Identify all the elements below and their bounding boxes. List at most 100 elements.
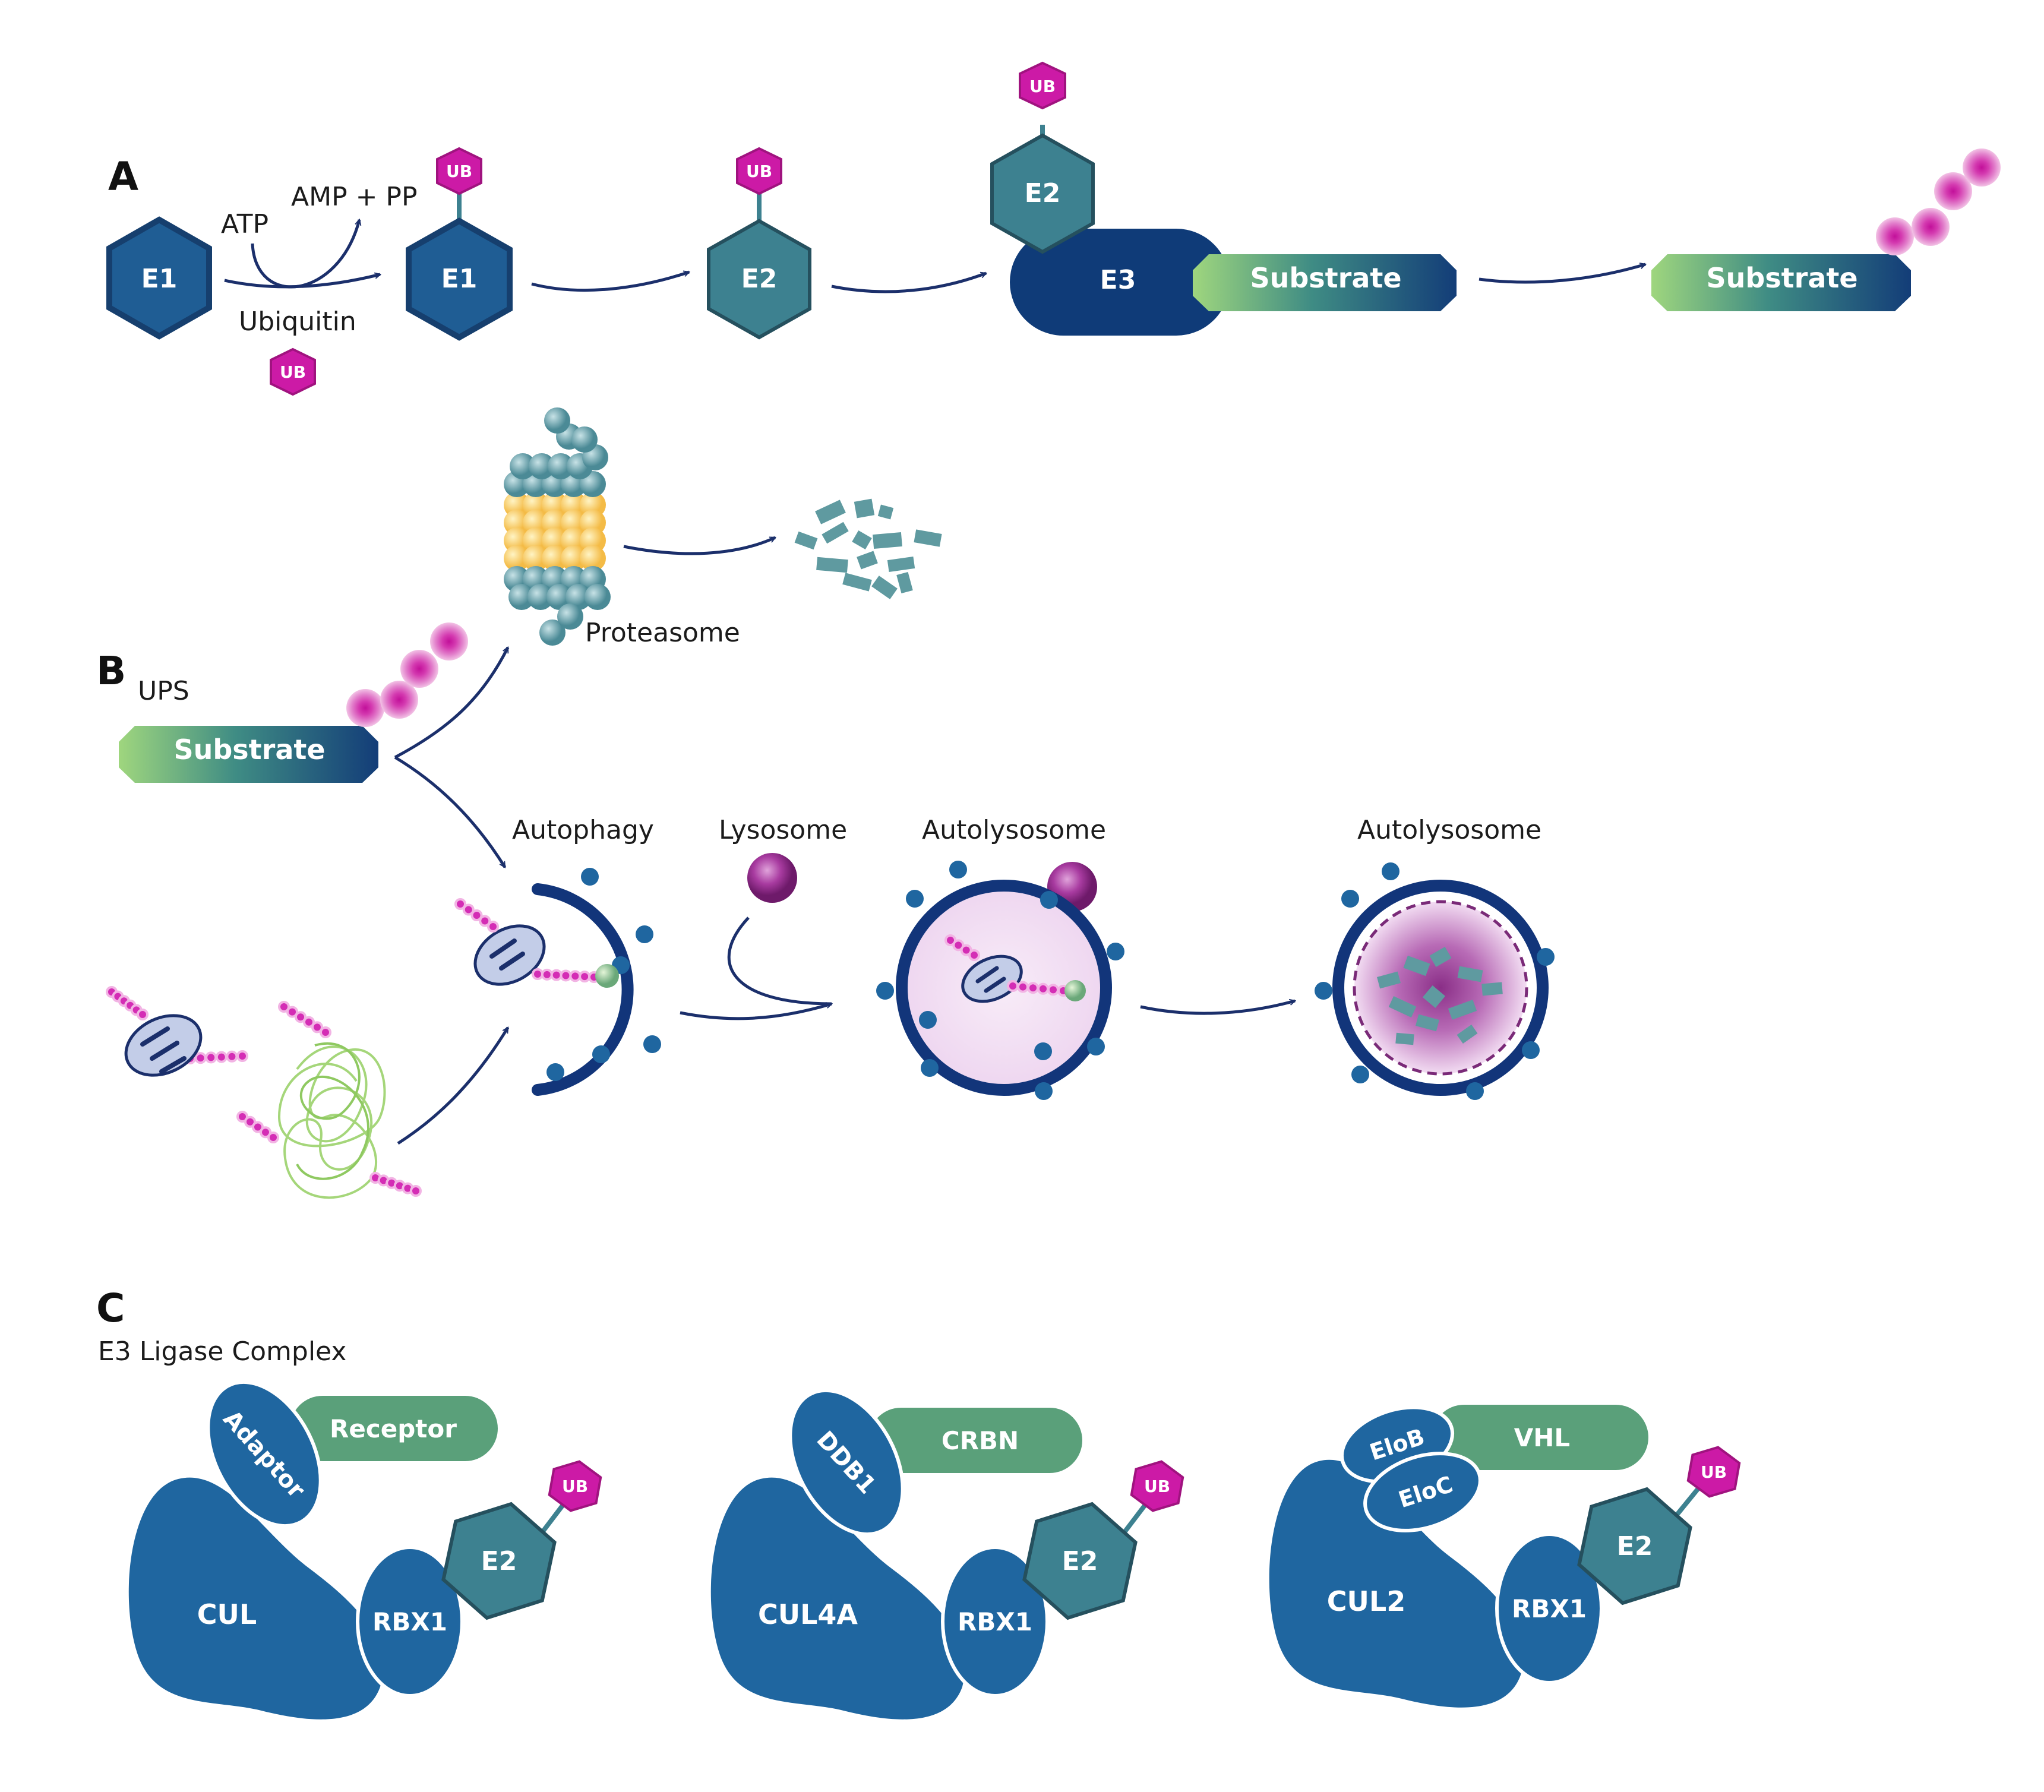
mitochondrion bbox=[473, 924, 546, 986]
e2-label: E2 bbox=[1617, 1531, 1653, 1562]
membrane-protein bbox=[636, 925, 653, 943]
polyubiquitin-bead bbox=[1876, 217, 1914, 255]
ub-label: UB bbox=[1701, 1462, 1727, 1482]
proteasome-cap-subunit bbox=[544, 407, 570, 434]
proteasome-core-subunit bbox=[561, 545, 587, 571]
proteasome-cap-subunit bbox=[566, 584, 592, 610]
membrane-protein bbox=[949, 861, 967, 878]
membrane-protein bbox=[592, 1045, 610, 1063]
lc3-receptor bbox=[1064, 980, 1086, 1001]
membrane-protein bbox=[921, 1059, 939, 1077]
ubiquitin-bead bbox=[968, 949, 980, 961]
polyubiquitin-bead bbox=[400, 650, 438, 688]
e1-activation-arrow bbox=[224, 274, 380, 289]
proteasome-cap-subunit bbox=[510, 453, 536, 479]
membrane-protein bbox=[906, 890, 924, 908]
proteasome-cap-subunit bbox=[585, 584, 611, 610]
e1-to-e2-arrow bbox=[531, 272, 689, 292]
autolysosome-digesting bbox=[1315, 862, 1555, 1100]
proteasome-core-subunit bbox=[504, 545, 530, 571]
membrane-protein bbox=[1341, 890, 1359, 908]
membrane-protein bbox=[643, 1035, 661, 1053]
panel-a-label: A bbox=[108, 154, 138, 200]
ubiquitin-bead bbox=[532, 968, 544, 980]
peptide-fragments bbox=[794, 498, 942, 599]
proteasome-cap-subunit bbox=[546, 584, 573, 610]
membrane-protein bbox=[1040, 891, 1058, 909]
substrate-label: Substrate bbox=[173, 734, 325, 766]
membrane-protein bbox=[1107, 943, 1124, 960]
membrane-protein bbox=[876, 982, 894, 1000]
proteasome bbox=[504, 407, 611, 646]
ubiquitin-bead bbox=[1027, 982, 1039, 994]
e3-ligase-complex-vhl: CUL2 VHL EloB EloC RBX1 UB E2 bbox=[1269, 1405, 1741, 1708]
membrane-protein bbox=[1382, 862, 1399, 880]
ubiquitin-bead bbox=[205, 1051, 217, 1064]
digestion-arrow bbox=[1140, 1001, 1295, 1015]
proteasome-cap-subunit bbox=[557, 603, 583, 630]
ubiquitin-bead bbox=[236, 1111, 248, 1123]
polyubiquitin-bead bbox=[380, 681, 418, 719]
receptor bbox=[290, 1396, 498, 1461]
proteasome-core-subunit bbox=[523, 545, 549, 571]
proteasome-core-subunit bbox=[542, 545, 568, 571]
ubiquitin-bead bbox=[215, 1051, 228, 1063]
receptor-label: CRBN bbox=[942, 1426, 1019, 1455]
ubiquitin-bead bbox=[236, 1050, 248, 1062]
mitochondrion bbox=[961, 955, 1023, 1003]
lysosome-fusion-arrow bbox=[727, 916, 832, 1006]
receptor-label: VHL bbox=[1514, 1423, 1570, 1452]
ubiquitin-bead bbox=[303, 1016, 315, 1028]
ub-label: UB bbox=[1144, 1477, 1170, 1496]
ubiquitin-bead bbox=[137, 1009, 149, 1020]
cullin bbox=[1269, 1459, 1523, 1708]
panel-c-label: C bbox=[96, 1285, 125, 1331]
cullin-label: CUL4A bbox=[758, 1598, 858, 1630]
membrane-protein bbox=[1537, 948, 1555, 966]
ubiquitinated-protein-aggregate bbox=[236, 1001, 422, 1199]
membrane-protein bbox=[1315, 982, 1332, 1000]
autolysosome bbox=[876, 861, 1124, 1100]
polyubiquitin-bead bbox=[1963, 148, 2001, 187]
ubiquitin-bead bbox=[320, 1026, 331, 1038]
receptor bbox=[1432, 1405, 1648, 1470]
ubiquitin-bead bbox=[278, 1001, 290, 1013]
rbx1-label: RBX1 bbox=[958, 1607, 1032, 1636]
e1-enzyme: E1 bbox=[106, 216, 212, 340]
substrate bbox=[1651, 254, 1911, 311]
ub-label: UB bbox=[1029, 77, 1056, 96]
ubiquitin-bead bbox=[410, 1185, 422, 1197]
adaptor bbox=[788, 1388, 905, 1537]
polyubiquitin-bead bbox=[1912, 208, 1950, 246]
eloc bbox=[1363, 1452, 1482, 1532]
ubiquitin-bead bbox=[462, 903, 475, 916]
proteasome-cap-subunit bbox=[508, 584, 535, 610]
ubiquitinated-substrate: Substrate bbox=[119, 622, 468, 783]
e2-label: E2 bbox=[1062, 1546, 1098, 1576]
phagophore bbox=[454, 868, 661, 1096]
cullin bbox=[710, 1477, 965, 1720]
lysosome-label: Lysosome bbox=[719, 815, 847, 845]
proteasome-cap-subunit bbox=[539, 620, 566, 646]
autolysosome-label: Autolysosome bbox=[1357, 815, 1541, 845]
e2-ub-complex: UB E2 bbox=[707, 147, 811, 340]
adaptor bbox=[206, 1380, 323, 1528]
e3-label: E3 bbox=[1100, 265, 1136, 295]
cullin-label: CUL2 bbox=[1327, 1585, 1405, 1617]
membrane-protein bbox=[1087, 1038, 1105, 1055]
panel-b-label: B bbox=[96, 648, 126, 694]
ubiquitin-bead bbox=[1047, 984, 1059, 996]
lc3-receptor bbox=[595, 964, 619, 988]
ubiquitin-bead bbox=[1017, 981, 1029, 993]
e3-ligase bbox=[1010, 229, 1230, 336]
ubiquitin-bead bbox=[244, 1115, 256, 1128]
membrane-protein bbox=[1035, 1082, 1053, 1100]
polyubiquitin-bead bbox=[1934, 172, 1972, 210]
cullin-label: CUL bbox=[197, 1598, 257, 1630]
ubiquitinated-mitochondrion bbox=[106, 986, 248, 1077]
e2-label: E2 bbox=[1025, 178, 1061, 208]
atp-label: ATP bbox=[221, 209, 268, 239]
substrate-label: Substrate bbox=[1706, 262, 1857, 294]
rbx1 bbox=[941, 1546, 1049, 1698]
